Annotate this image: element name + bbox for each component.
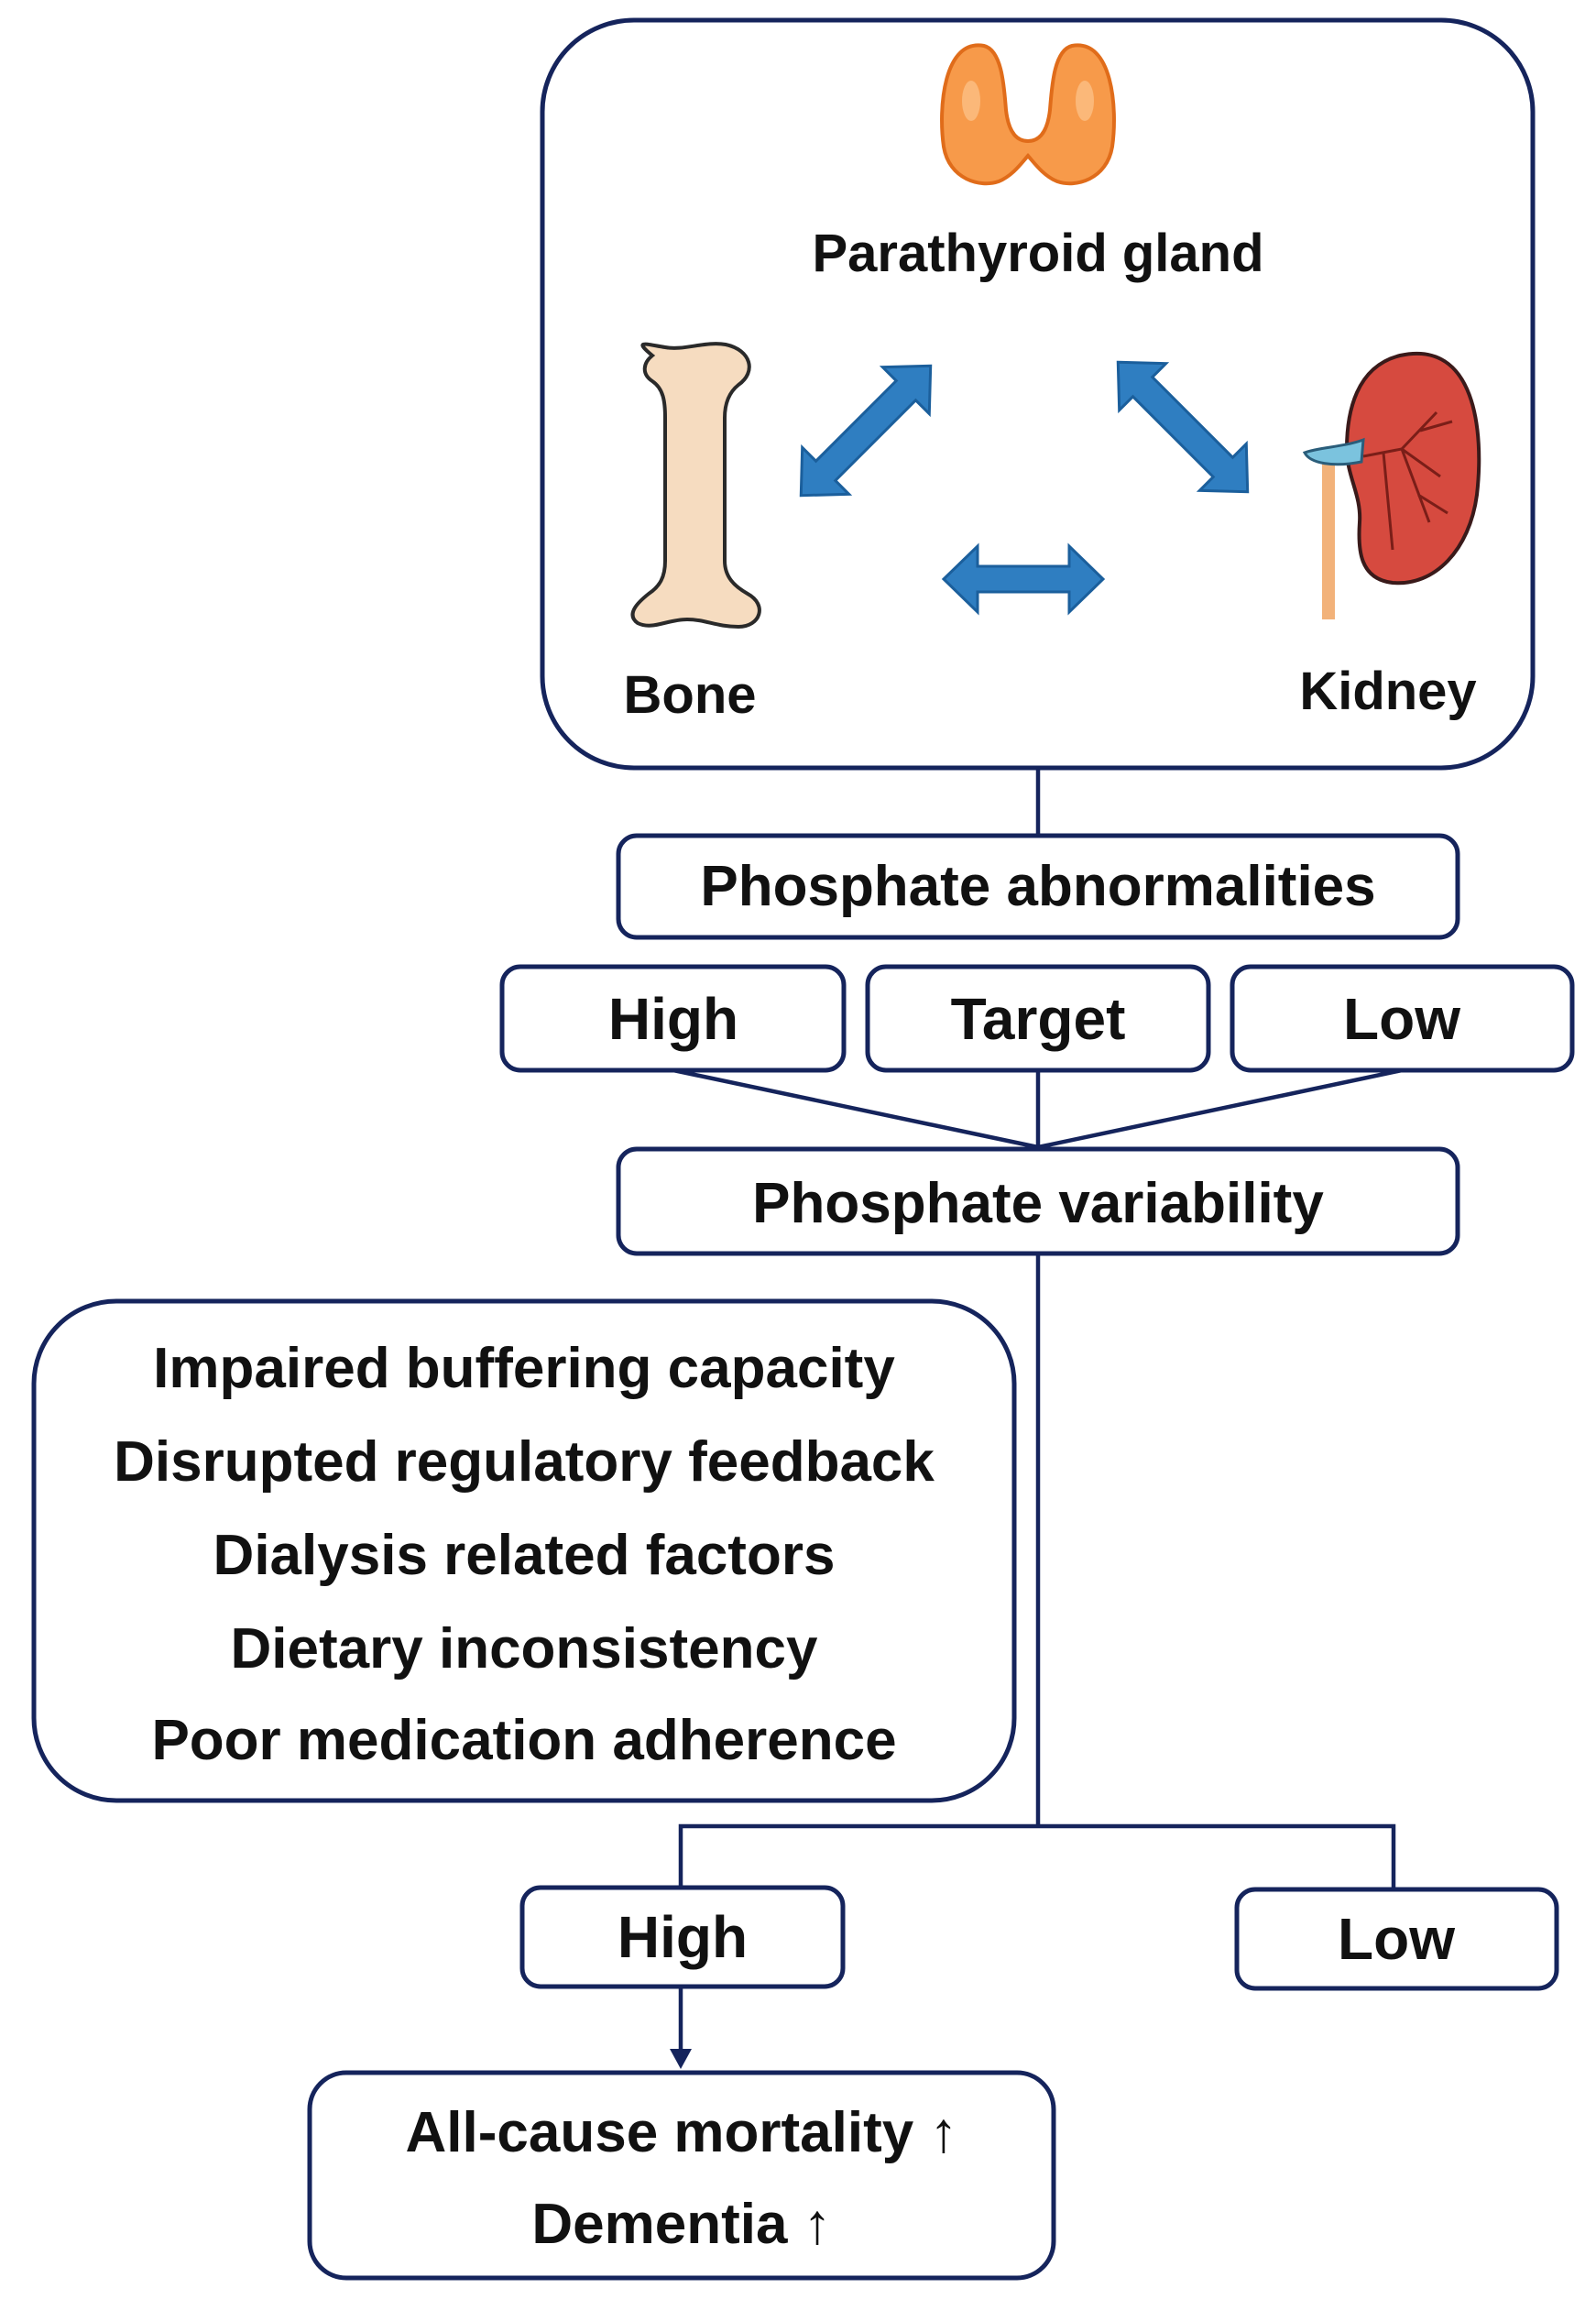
variability-level-high: High — [519, 1885, 846, 1989]
svg-text:Target: Target — [951, 986, 1126, 1052]
factor-item: Dietary inconsistency — [231, 1617, 818, 1680]
double-arrow-icon-bone-parathyroid — [799, 364, 933, 498]
abnormality-level-high: High — [499, 964, 847, 1073]
parathyroid-label: Parathyroid gland — [812, 224, 1263, 283]
kidney-label: Kidney — [1299, 662, 1476, 721]
organ-panel: Parathyroid gland Bone Kidney — [540, 17, 1536, 771]
svg-text:Phosphate abnormalities: Phosphate abnormalities — [700, 855, 1375, 918]
outcomes-box: All-cause mortality ↑ Dementia ↑ — [307, 2070, 1056, 2281]
svg-text:Phosphate variability: Phosphate variability — [752, 1172, 1324, 1235]
svg-text:Low: Low — [1343, 986, 1460, 1052]
double-arrow-icon-bone-kidney — [941, 542, 1106, 616]
parathyroid-gland-icon — [940, 43, 1116, 186]
factor-item: Dialysis related factors — [213, 1524, 836, 1587]
outcome-item: All-cause mortality ↑ — [406, 2101, 958, 2164]
bone-label: Bone — [624, 665, 757, 725]
svg-text:High: High — [618, 1904, 748, 1970]
bone-icon — [630, 342, 761, 629]
factor-item: Poor medication adherence — [151, 1709, 896, 1772]
arrowhead — [670, 2049, 692, 2069]
variability-level-low: Low — [1234, 1887, 1559, 1991]
double-arrow-icon-parathyroid-kidney — [1116, 360, 1250, 494]
phosphate-variability-box: Phosphate variability — [616, 1146, 1460, 1256]
svg-text:High: High — [608, 986, 738, 1052]
factor-item: Disrupted regulatory feedback — [114, 1430, 935, 1494]
factors-box: Impaired buffering capacity Disrupted re… — [31, 1298, 1017, 1803]
svg-text:Low: Low — [1338, 1906, 1455, 1972]
kidney-icon — [1302, 351, 1481, 619]
phosphate-abnormalities-box: Phosphate abnormalities — [616, 833, 1460, 940]
outcome-item: Dementia ↑ — [531, 2193, 831, 2256]
abnormality-level-target: Target — [865, 964, 1211, 1073]
factor-item: Impaired buffering capacity — [153, 1337, 895, 1400]
abnormality-level-low: Low — [1230, 964, 1575, 1073]
connectors — [670, 768, 1403, 2069]
